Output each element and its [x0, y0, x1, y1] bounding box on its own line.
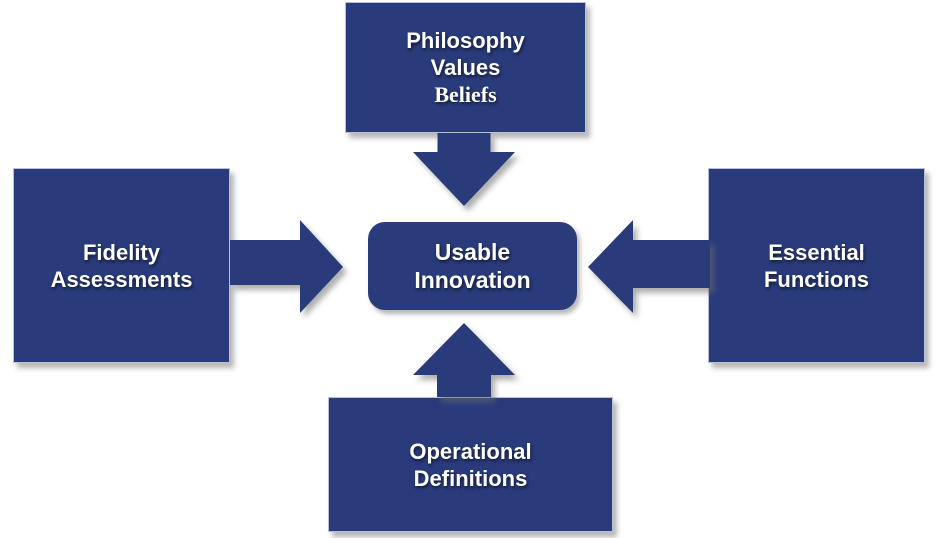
box-top-line-2: Values	[430, 55, 501, 80]
box-essential-functions: Essential Functions	[708, 168, 925, 363]
box-top-line-1: Philosophy	[406, 28, 525, 53]
arrow-left-shape	[588, 220, 710, 313]
arrow-right-icon	[230, 220, 343, 313]
box-right-line-2: Functions	[763, 266, 870, 292]
box-bottom-line-2: Definitions	[413, 465, 528, 491]
box-bottom-line-1: Operational	[409, 438, 532, 464]
box-philosophy-values-beliefs: Philosophy Values Beliefs	[345, 2, 586, 133]
box-operational-definitions: Operational Definitions	[328, 397, 613, 532]
box-top-line-3: Beliefs	[434, 82, 497, 107]
arrow-left-icon	[588, 220, 710, 313]
arrow-up-icon	[413, 323, 515, 397]
box-left-line-1: Fidelity	[82, 239, 160, 265]
box-center-line-1: Usable	[434, 239, 511, 265]
arrow-up-shape	[413, 323, 515, 397]
arrow-down-shape	[413, 133, 515, 206]
box-center-line-2: Innovation	[414, 267, 531, 293]
box-left-line-2: Assessments	[50, 266, 193, 292]
box-fidelity-assessments: Fidelity Assessments	[13, 168, 230, 363]
box-usable-innovation: Usable Innovation	[368, 222, 577, 310]
arrow-down-icon	[413, 133, 515, 206]
box-right-line-1: Essential	[768, 239, 865, 265]
arrow-right-shape	[230, 220, 343, 313]
